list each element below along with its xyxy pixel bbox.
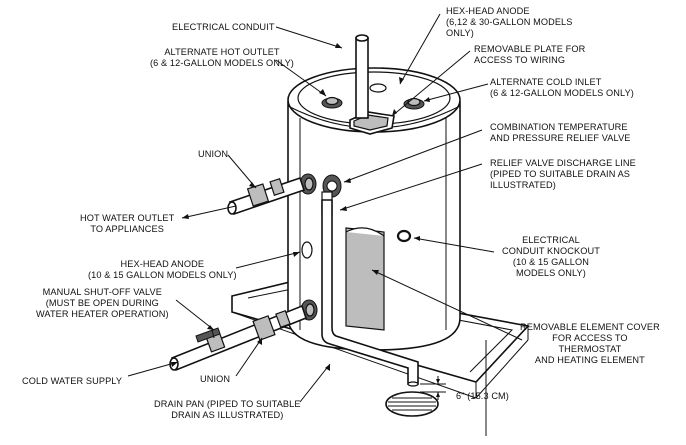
label-drain-pan: DRAIN PAN (PIPED TO SUITABLE DRAIN AS IL…	[154, 399, 301, 420]
floor-drain	[385, 391, 439, 417]
water-heater-tank	[287, 34, 461, 387]
label-hex-head-anode-side: HEX-HEAD ANODE (10 & 15 GALLON MODELS ON…	[88, 259, 237, 280]
label-relief-discharge-line: RELIEF VALVE DISCHARGE LINE (PIPED TO SU…	[490, 158, 636, 190]
label-alternate-cold-inlet: ALTERNATE COLD INLET (6 & 12-GALLON MODE…	[490, 77, 634, 98]
label-gap-dimension: 6" (15.3 cm)	[456, 391, 509, 401]
label-electrical-conduit: ELECTRICAL CONDUIT	[172, 22, 275, 32]
label-removable-plate: REMOVABLE PLATE FOR ACCESS TO WIRING	[474, 44, 586, 65]
label-alternate-hot-outlet: ALTERNATE HOT OUTLET (6 & 12-GALLON MODE…	[150, 47, 294, 68]
label-cold-water-supply: COLD WATER SUPPLY	[22, 376, 123, 386]
label-manual-shutoff-valve: MANUAL SHUT-OFF VALVE (MUST BE OPEN DURI…	[36, 287, 169, 319]
label-hot-water-outlet: HOT WATER OUTLET TO APPLIANCES	[80, 213, 175, 234]
label-union-top: UNION	[198, 149, 229, 159]
label-combination-tp-valve: COMBINATION TEMPERATURE AND PRESSURE REL…	[490, 122, 631, 143]
cold-water-supply-pipe	[169, 304, 307, 372]
hot-water-outlet-pipe	[227, 176, 306, 216]
label-conduit-knockout: ELECTRICAL CONDUIT KNOCKOUT (10 & 15 GAL…	[502, 235, 600, 278]
arrowheads	[171, 43, 430, 371]
gap-dimension	[420, 376, 446, 400]
label-union-bottom: UNION	[200, 374, 231, 384]
label-hex-head-anode-top: HEX-HEAD ANODE (6,12 & 30-GALLON MODELS …	[446, 6, 573, 38]
leader-lines	[127, 13, 523, 436]
label-removable-element-cover: REMOVABLE ELEMENT COVER FOR ACCESS TO TH…	[520, 322, 660, 365]
